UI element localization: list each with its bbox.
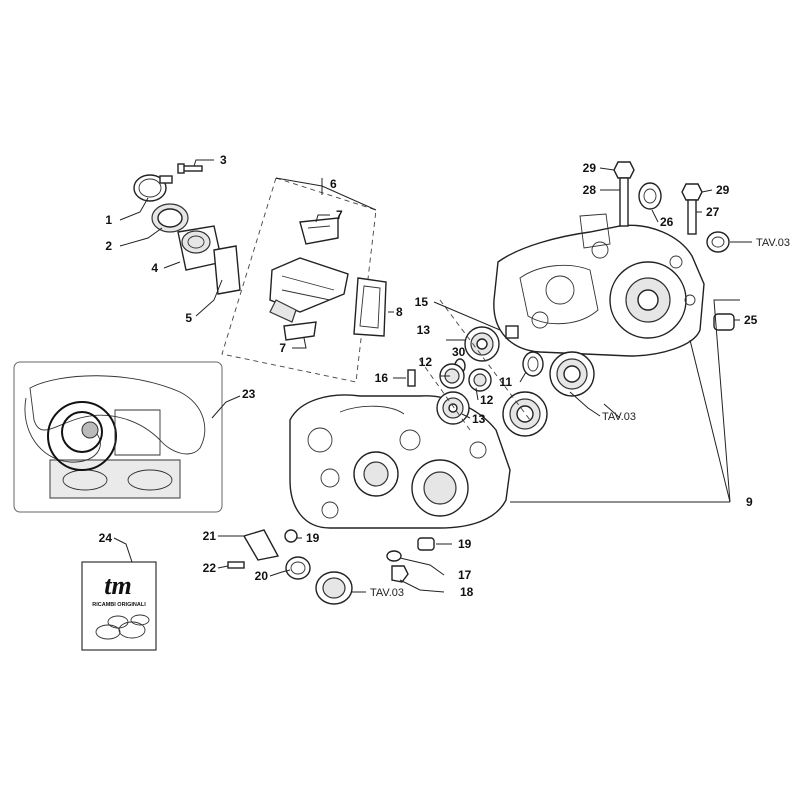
callout-12-a: 12 [419,355,433,369]
callout-6: 6 [330,177,337,191]
crankcase-half-left[interactable] [289,394,511,529]
part-2-sleeve[interactable] [151,203,189,233]
part-18-drain-plug[interactable] [391,565,409,583]
part-1-clamp[interactable] [133,174,173,202]
part-19-plug-left[interactable] [284,529,298,543]
part-12-bearing-b[interactable] [468,368,492,392]
part-29-bolt-b[interactable] [681,183,703,201]
part-3-screw[interactable] [177,163,203,174]
callout-29-a: 29 [583,161,597,175]
part-23-gasket-set[interactable] [24,375,206,499]
part-11-seal[interactable] [522,351,544,377]
callout-29-b: 29 [716,183,730,197]
part-21-bracket[interactable] [242,529,280,561]
part-8-gasket[interactable] [353,277,387,337]
callout-13-top: 13 [417,323,431,337]
callout-24: 24 [99,531,113,545]
part-22-screw[interactable] [227,561,245,569]
part-15-dowel[interactable] [505,325,519,339]
callout-7-bottom: 7 [279,341,286,355]
part-24-kit-card[interactable]: tm RICAMBI ORIGINALI [81,561,157,651]
callout-19-left: 19 [306,531,320,545]
part-6-reed-block[interactable] [269,257,349,323]
callout-25: 25 [744,313,758,327]
crankcase-half-right[interactable] [493,213,705,357]
leader-lines [113,159,752,593]
axis-line-1 [439,299,531,421]
callout-2: 2 [105,239,112,253]
callout-labels: 1 2 3 4 5 6 7 8 7 9 11 12 12 13 13 15 16… [99,153,758,599]
tav-ref-middle[interactable]: TAV.03 [602,411,636,423]
part-28-stud[interactable] [619,177,629,227]
callout-11: 11 [499,375,512,389]
callout-21: 21 [203,529,217,543]
callout-22: 22 [203,561,217,575]
callout-18: 18 [460,585,474,599]
callout-8: 8 [396,305,403,319]
callout-5: 5 [185,311,192,325]
part-4-manifold[interactable] [177,225,223,271]
part-16-pin[interactable] [407,369,416,387]
part-13-bearing-bottom[interactable] [436,391,470,425]
tav-ref-bottom[interactable]: TAV.03 [370,587,404,599]
part-19-plug-right[interactable] [417,537,435,551]
crank-bearing-upper[interactable] [549,351,595,397]
top-right-parts [613,161,735,331]
callout-27: 27 [706,205,720,219]
callout-19-right: 19 [458,537,472,551]
callout-23: 23 [242,387,256,401]
callout-28: 28 [583,183,597,197]
part-5-gasket[interactable] [213,245,241,295]
tav-ref-top[interactable]: TAV.03 [756,237,790,249]
tav-seal-bottom[interactable] [315,571,353,605]
callout-13-bottom: 13 [472,412,486,426]
tav-seal-top[interactable] [706,231,730,253]
part-27-stud[interactable] [687,199,697,235]
callout-30: 30 [452,345,466,359]
gasket-kit-box [13,361,223,513]
callout-26: 26 [660,215,674,229]
part-25-bushing[interactable] [713,313,735,331]
reed-valve-group [221,177,387,383]
callout-7-top: 7 [336,208,343,222]
part-29-bolt-a[interactable] [613,161,635,179]
center-parts [407,299,595,437]
intake-group [133,163,241,295]
callout-17: 17 [458,568,472,582]
part-7-reed-top[interactable] [299,217,339,245]
callout-12-b: 12 [480,393,494,407]
callout-4: 4 [151,261,158,275]
part-20-seal[interactable] [285,556,311,580]
bottom-parts [227,529,435,605]
callout-16: 16 [375,371,389,385]
callout-20: 20 [255,569,269,583]
kit-logo: tm [104,571,131,600]
part-13-bearing-top[interactable] [464,326,500,362]
crank-bearing-lower[interactable] [502,391,548,437]
callout-15: 15 [415,295,429,309]
part-26-seal[interactable] [638,182,662,210]
callout-3: 3 [220,153,227,167]
kit-caption: RICAMBI ORIGINALI [92,602,146,608]
tav-references: TAV.03 TAV.03 TAV.03 [370,237,790,599]
part-17-washer[interactable] [386,550,402,562]
callout-1: 1 [105,213,112,227]
callout-9: 9 [746,495,753,509]
part-7-reed-bottom[interactable] [283,321,317,341]
part-12-bearing-a[interactable] [439,363,465,389]
